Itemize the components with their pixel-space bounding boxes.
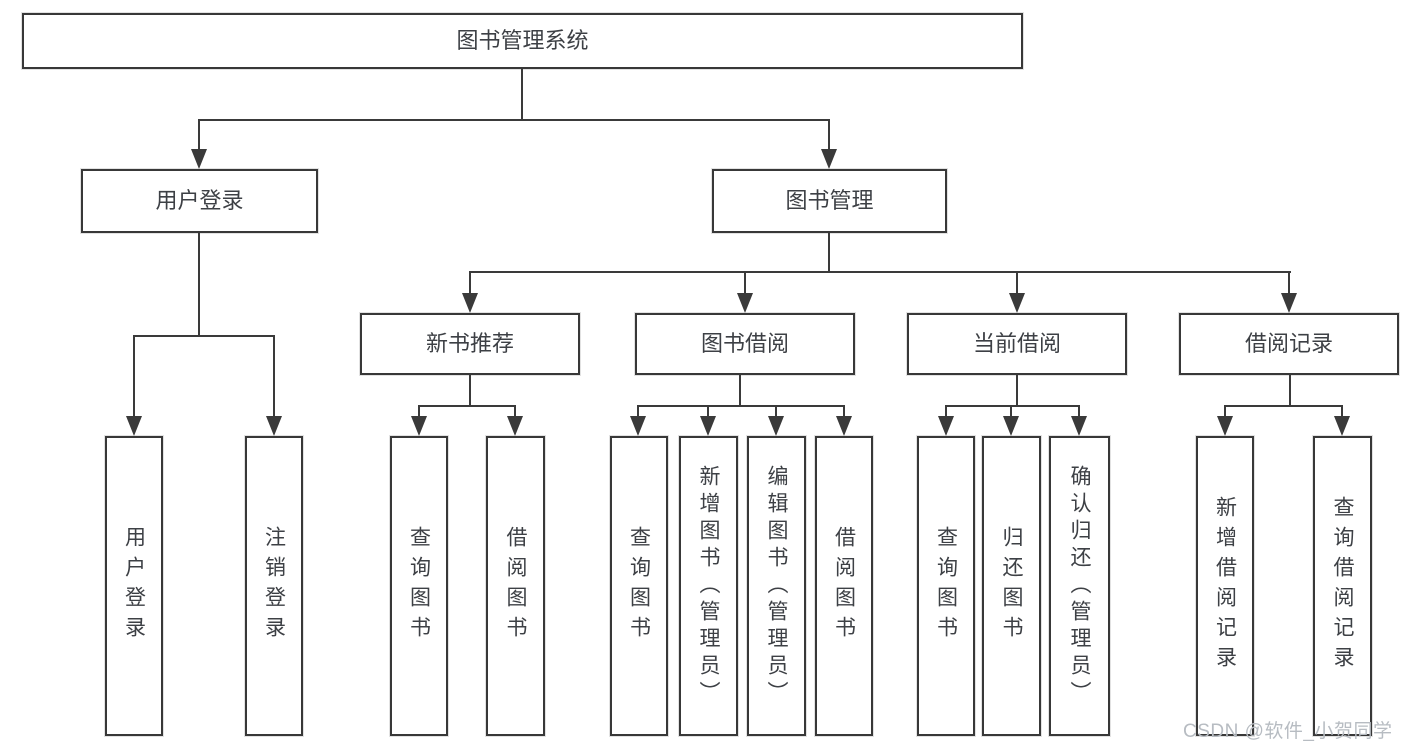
node-leaf-add-books-admin: 新增图书（管理员） xyxy=(679,436,738,736)
connector-shaft xyxy=(843,405,845,417)
node-leaf-query-books-3: 查询图书 xyxy=(917,436,975,736)
connector-shaft xyxy=(469,271,471,294)
arrowhead-down-icon xyxy=(1003,416,1019,436)
node-leaf-query-books-2: 查询图书 xyxy=(610,436,668,736)
connector-shaft xyxy=(828,119,830,151)
node-borrowing-records: 借阅记录 xyxy=(1179,313,1399,375)
connector-shaft xyxy=(707,405,709,417)
connector-bar xyxy=(945,405,1080,407)
node-leaf-borrow-books-2: 借阅图书 xyxy=(815,436,873,736)
connector-shaft xyxy=(637,405,639,417)
connector-shaft xyxy=(273,335,275,416)
node-leaf-borrow-books-1: 借阅图书 xyxy=(486,436,545,736)
arrowhead-down-icon xyxy=(1217,416,1233,436)
node-leaf-query-books-1: 查询图书 xyxy=(390,436,448,736)
node-new-book-recommendation: 新书推荐 xyxy=(360,313,580,375)
connector-shaft xyxy=(1288,271,1290,294)
connector-bar xyxy=(637,405,844,407)
node-leaf-add-borrow-record: 新增借阅记录 xyxy=(1196,436,1254,736)
connector-shaft xyxy=(775,405,777,417)
node-leaf-user-login: 用户登录 xyxy=(105,436,163,736)
connector-stem xyxy=(1289,375,1291,405)
connector-stem xyxy=(828,233,830,271)
node-leaf-return-books: 归还图书 xyxy=(982,436,1041,736)
arrowhead-down-icon xyxy=(836,416,852,436)
connector-bar xyxy=(418,405,516,407)
arrowhead-down-icon xyxy=(821,149,837,169)
connector-shaft xyxy=(945,405,947,417)
connector-shaft xyxy=(1016,271,1018,294)
node-book-borrowing: 图书借阅 xyxy=(635,313,855,375)
connector-shaft xyxy=(744,271,746,294)
node-leaf-query-borrow-record: 查询借阅记录 xyxy=(1313,436,1372,736)
connector-shaft xyxy=(198,119,200,151)
node-book-management: 图书管理 xyxy=(712,169,947,233)
connector-bar xyxy=(1224,405,1343,407)
node-current-borrowing: 当前借阅 xyxy=(907,313,1127,375)
arrowhead-down-icon xyxy=(768,416,784,436)
connector-shaft xyxy=(133,335,135,416)
arrowhead-down-icon xyxy=(1281,293,1297,313)
arrowhead-down-icon xyxy=(266,416,282,436)
arrowhead-down-icon xyxy=(1071,416,1087,436)
arrowhead-down-icon xyxy=(1009,293,1025,313)
node-user-login: 用户登录 xyxy=(81,169,318,233)
arrowhead-down-icon xyxy=(1334,416,1350,436)
connector-stem xyxy=(198,233,200,335)
connector-bar xyxy=(133,335,275,337)
arrowhead-down-icon xyxy=(507,416,523,436)
arrowhead-down-icon xyxy=(737,293,753,313)
node-leaf-confirm-return-admin: 确认归还（管理员） xyxy=(1049,436,1110,736)
connector-shaft xyxy=(1224,405,1226,417)
connector-shaft xyxy=(1341,405,1343,417)
arrowhead-down-icon xyxy=(411,416,427,436)
node-leaf-edit-books-admin: 编辑图书（管理员） xyxy=(747,436,806,736)
arrowhead-down-icon xyxy=(938,416,954,436)
arrowhead-down-icon xyxy=(191,149,207,169)
csdn-watermark: CSDN @软件_小贺同学 xyxy=(1183,721,1393,742)
arrowhead-down-icon xyxy=(126,416,142,436)
connector-root-stem xyxy=(521,69,523,119)
connector-shaft xyxy=(1010,405,1012,417)
connector-shaft xyxy=(1078,405,1080,417)
connector-stem xyxy=(739,375,741,405)
connector-level2-bar xyxy=(198,119,830,121)
connector-level3-bar xyxy=(469,271,1291,273)
arrowhead-down-icon xyxy=(700,416,716,436)
arrowhead-down-icon xyxy=(630,416,646,436)
node-root-book-management-system: 图书管理系统 xyxy=(22,13,1023,69)
node-leaf-logout: 注销登录 xyxy=(245,436,303,736)
connector-shaft xyxy=(514,405,516,417)
connector-shaft xyxy=(418,405,420,417)
connector-stem xyxy=(469,375,471,405)
arrowhead-down-icon xyxy=(462,293,478,313)
connector-stem xyxy=(1016,375,1018,405)
